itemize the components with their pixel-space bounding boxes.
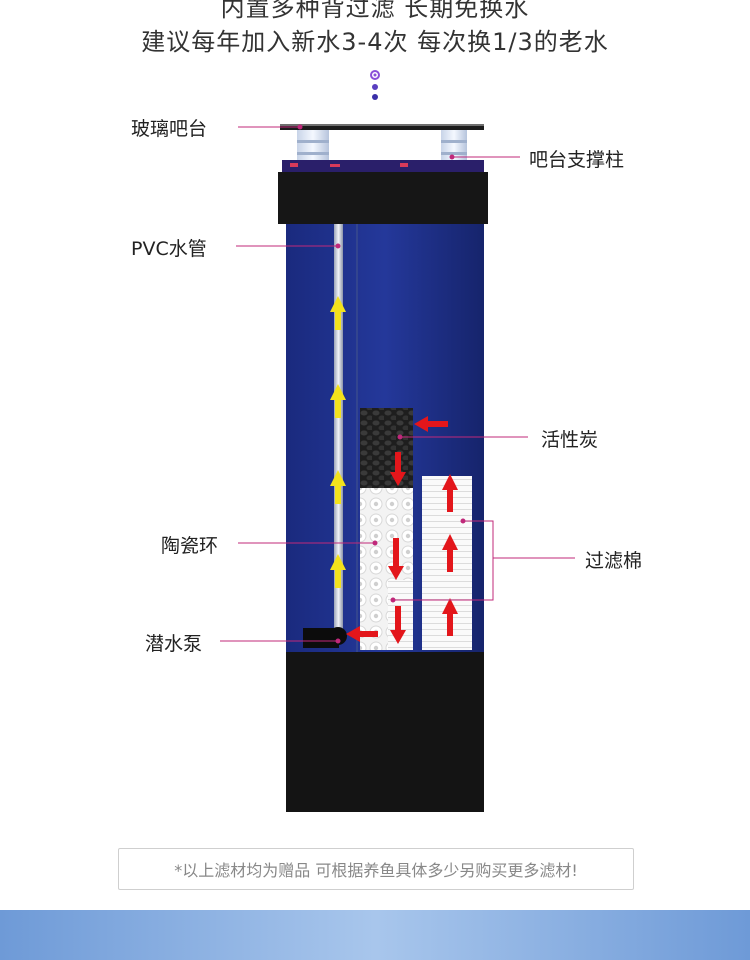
pvc-pipe bbox=[334, 224, 343, 634]
cabinet bbox=[286, 652, 484, 812]
decor-dots bbox=[370, 70, 380, 100]
media-note-text: *以上滤材均为赠品 可根据养鱼具体多少另购买更多滤材! bbox=[174, 861, 578, 880]
activated-carbon-media bbox=[360, 408, 413, 488]
label-activated-carbon: 活性炭 bbox=[541, 429, 599, 451]
bottom-gradient-band bbox=[0, 910, 750, 960]
red-flow-arrows bbox=[346, 416, 458, 644]
media-note: *以上滤材均为赠品 可根据养鱼具体多少另购买更多滤材! bbox=[118, 848, 634, 890]
label-bar-support: 吧台支撑柱 bbox=[529, 149, 625, 171]
label-ceramic-ring: 陶瓷环 bbox=[161, 535, 219, 557]
callout-lines bbox=[220, 124, 575, 644]
glass-bar-top bbox=[280, 124, 484, 130]
headline-1: 内置多种背过滤 长期免换水 bbox=[220, 0, 530, 22]
label-pvc-pipe: PVC水管 bbox=[131, 238, 207, 260]
yellow-flow-arrows bbox=[330, 296, 346, 588]
label-submersible-pump: 潜水泵 bbox=[145, 633, 203, 655]
headline-2: 建议每年加入新水3-4次 每次换1/3的老水 bbox=[141, 28, 609, 56]
label-glass-bar: 玻璃吧台 bbox=[131, 118, 208, 140]
label-filter-cotton: 过滤棉 bbox=[585, 550, 643, 572]
tank-lid bbox=[278, 172, 488, 224]
